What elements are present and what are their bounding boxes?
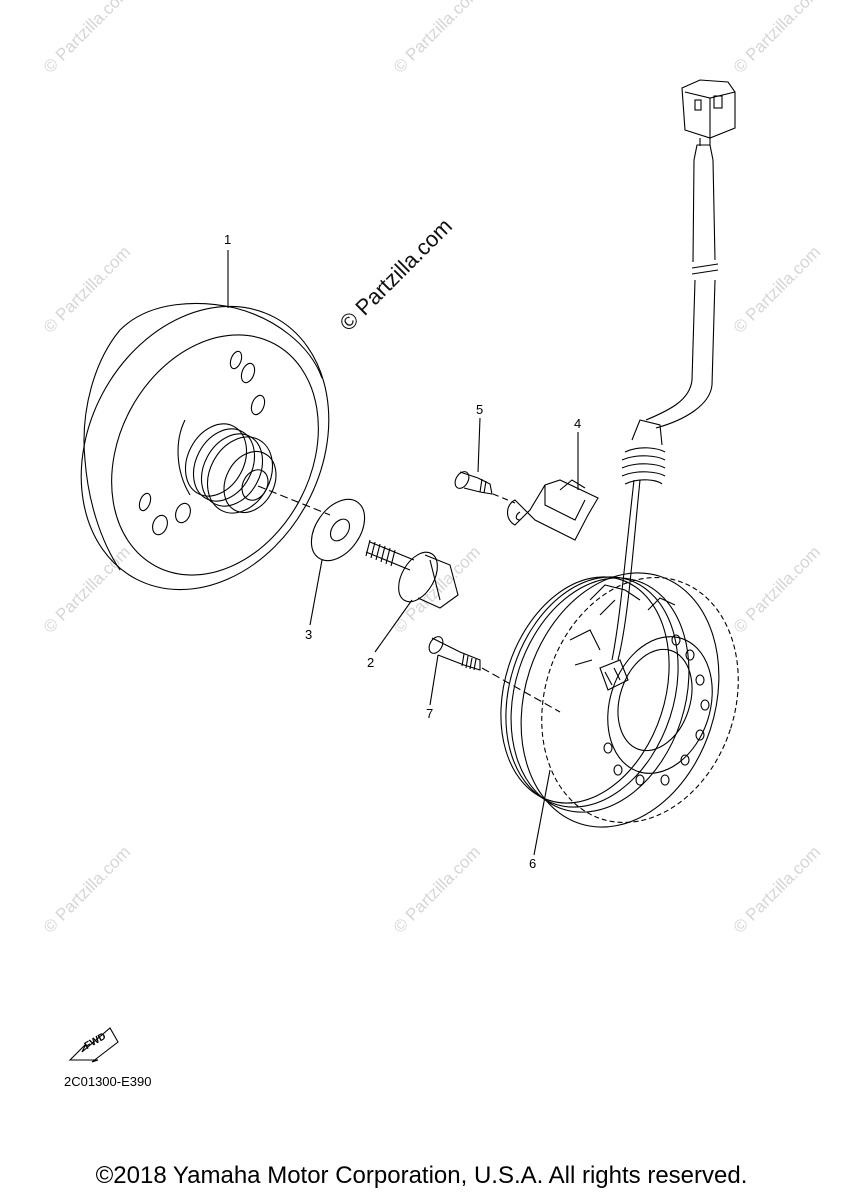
cable-clamp[interactable] (506, 479, 599, 541)
stator-screw[interactable] (426, 634, 481, 671)
rotor-flywheel[interactable] (33, 263, 377, 633)
washer[interactable] (300, 490, 375, 571)
fwd-arrow-icon (68, 1027, 119, 1063)
axis-line (481, 667, 561, 713)
callout-4: 4 (574, 416, 582, 431)
axis-line (257, 485, 331, 516)
wire-harness[interactable] (621, 144, 719, 485)
connector-plug-icon[interactable] (681, 79, 736, 146)
leader-lines (227, 250, 579, 856)
callout-7: 7 (426, 706, 434, 721)
callout-5: 5 (476, 402, 484, 417)
callout-6: 6 (529, 856, 537, 871)
callout-2: 2 (367, 655, 375, 670)
callout-3: 3 (305, 627, 313, 642)
stator-assembly[interactable] (473, 479, 769, 853)
copyright-notice: ©2018 Yamaha Motor Corporation, U.S.A. A… (95, 1162, 748, 1189)
axis-line (492, 493, 516, 504)
callout-1: 1 (224, 232, 232, 247)
diagram-code: 2C01300-E390 (64, 1074, 152, 1089)
flange-bolt[interactable] (365, 539, 459, 609)
small-bolt[interactable] (452, 469, 493, 495)
